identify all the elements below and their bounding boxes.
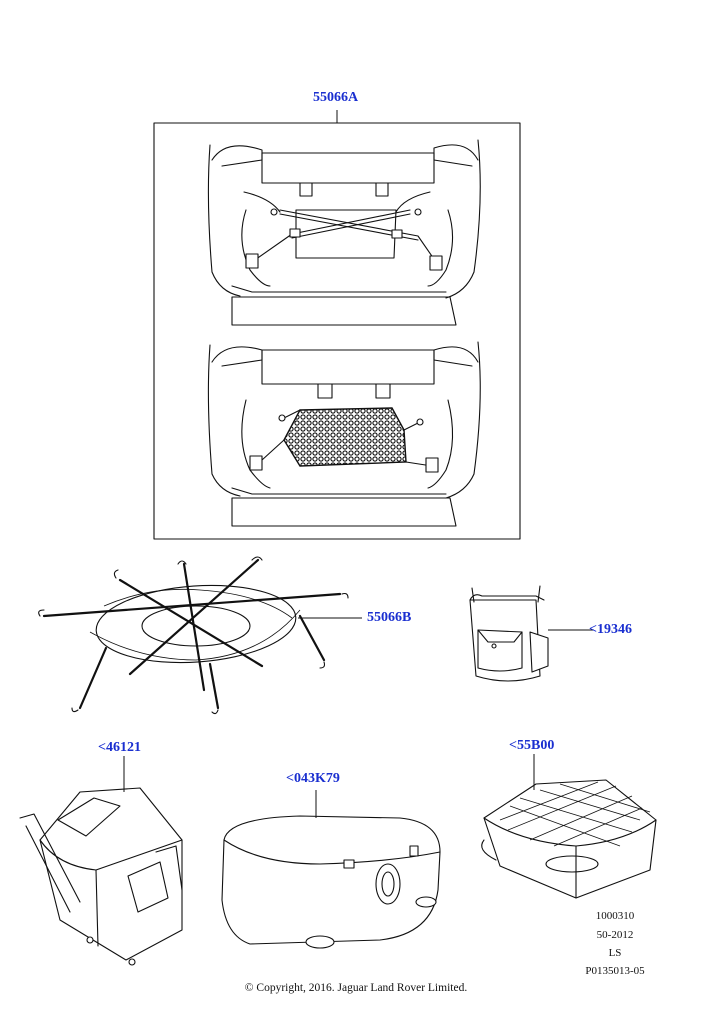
bungee-net-illustration (38, 556, 362, 715)
callout-55066a[interactable]: 55066A (313, 90, 359, 105)
copyright-notice: © Copyright, 2016. Jaguar Land Rover Lim… (244, 982, 468, 994)
cargo-bag-illustration (481, 754, 657, 899)
luggage-illustration (19, 756, 183, 966)
boot-view-straps (207, 139, 481, 326)
ref-line-1: 1000310 (595, 910, 635, 922)
boot-net-kit-illustration (153, 110, 521, 540)
callout-46121[interactable]: <46121 (98, 740, 141, 755)
ref-line-2: 50-2012 (596, 929, 634, 941)
storage-pouch-illustration (469, 585, 594, 682)
ref-line-3: LS (608, 947, 622, 959)
callout-043k79[interactable]: <043K79 (286, 771, 340, 786)
ref-line-4: P0135013-05 (585, 965, 645, 977)
roof-box-illustration (221, 790, 441, 949)
callout-19346[interactable]: <19346 (589, 622, 632, 637)
callout-55066b[interactable]: 55066B (367, 610, 412, 625)
boot-view-net (207, 341, 481, 527)
callout-55b00[interactable]: <55B00 (509, 738, 555, 753)
